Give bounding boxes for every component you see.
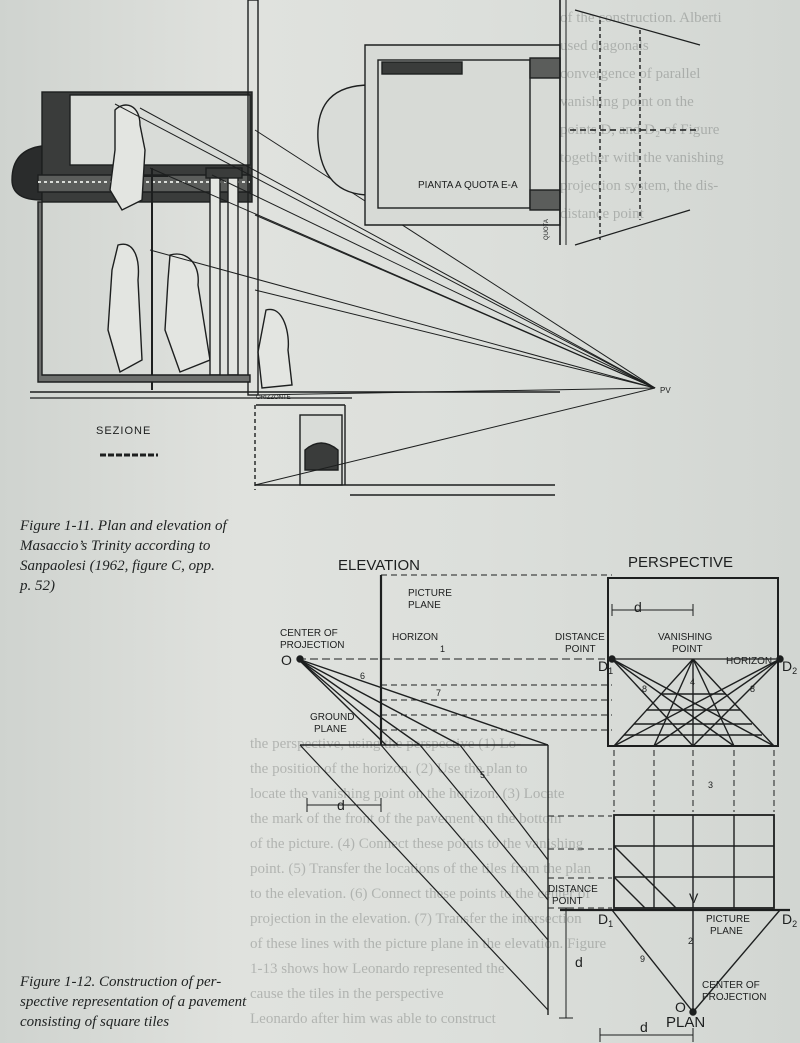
plan-label: PIANTA A QUOTA E-A [418, 180, 518, 191]
background-text-line: projection in the elevation. (7) Transfe… [250, 911, 582, 927]
picture-plane-bottom-label-1: PICTURE [706, 914, 750, 925]
fig12-perspective-drawing [296, 577, 784, 812]
caption-line: Figure 1-11. Plan and elevation of [20, 518, 227, 534]
background-text-line: of the picture. (4) Connect these points… [250, 836, 584, 852]
caption-line: Figure 1-12. Construction of per- [20, 974, 222, 990]
center-of-projection-label-2: PROJECTION [280, 640, 344, 651]
figure-1-11-caption: Figure 1-11. Plan and elevation of Masac… [20, 516, 250, 596]
distance-point-bottom-label-1: DISTANCE [548, 884, 598, 895]
step-4-label: 4 [690, 677, 695, 687]
distance-d-label-left: d [337, 797, 345, 813]
fig11-plan-drawing [317, 0, 701, 246]
horizon-label-left: HORIZON [392, 632, 438, 643]
step-2-label: 2 [688, 936, 693, 946]
background-text-line: locate the vanishing point on the horizo… [250, 786, 565, 802]
center-of-projection-bottom-label-1: CENTER OF [702, 980, 760, 991]
step-9-label: 9 [640, 954, 645, 964]
distance-d-label-bottom: d [640, 1019, 648, 1035]
caption-line: Masaccio’s Trinity according to [20, 538, 211, 554]
step-8-label-left: 8 [642, 684, 647, 694]
plan-title: PLAN [666, 1014, 705, 1031]
figure-1-12-caption: Figure 1-12. Construction of per- specti… [20, 972, 280, 1032]
picture-plane-label-top-1: PICTURE [408, 588, 452, 599]
point-O-label: O [281, 652, 292, 668]
V-label: V [689, 890, 699, 906]
section-label: SEZIONE [96, 425, 151, 437]
background-text-line: of these lines with the picture plane in… [250, 936, 607, 952]
ground-plane-label-1: GROUND [310, 712, 354, 723]
distance-d-label-vertical: d [575, 954, 583, 970]
caption-line: p. 52) [20, 578, 55, 594]
background-text-line: Leonardo after him was able to construct [250, 1011, 496, 1027]
elevation-title: ELEVATION [338, 557, 420, 574]
D2-bottom-label: D2 [782, 911, 797, 929]
vanishing-point-label-2: POINT [672, 644, 703, 655]
quota-label: QUOTA [544, 219, 550, 240]
distance-d-label-top: d [634, 599, 642, 615]
caption-line: spective representation of a pavement [20, 994, 247, 1010]
point-O-bottom-label: O [675, 999, 686, 1015]
picture-plane-bottom-label-2: PLANE [710, 926, 743, 937]
fig11-projection-rays [114, 103, 656, 486]
fig11-labels: PIANTA A QUOTA E-A SEZIONE PV ORIZZONTE … [96, 180, 671, 437]
step-1-label: 1 [440, 644, 445, 654]
distance-point-label-1: DISTANCE [555, 632, 605, 643]
step-5-label: 5 [480, 770, 485, 780]
background-text-line: 1-13 shows how Leonardo represented the [250, 961, 505, 977]
background-text-line: cause the tiles in the perspective [250, 986, 444, 1002]
D1-bottom-label: D1 [598, 911, 613, 929]
caption-line: consisting of square tiles [20, 1014, 170, 1030]
background-text-line: together with the vanishing [560, 150, 724, 166]
distance-point-bottom-label-2: POINT [552, 896, 583, 907]
background-text-line: convergence of parallel [560, 66, 701, 82]
ground-plane-label-2: PLANE [314, 724, 347, 735]
perspective-title: PERSPECTIVE [628, 554, 733, 571]
background-text-line: used diagonals [560, 38, 649, 54]
distance-point-label-2: POINT [565, 644, 596, 655]
center-of-projection-label-1: CENTER OF [280, 628, 338, 639]
vanishing-point-label-1: VANISHING [658, 632, 712, 643]
D1-label: D1 [598, 658, 613, 676]
step-8-label-right: 8 [750, 684, 755, 694]
picture-plane-label-top-2: PLANE [408, 600, 441, 611]
background-text-line: point. (5) Transfer the locations of the… [250, 861, 592, 877]
caption-line: Sanpaolesi (1962, figure C, opp. [20, 558, 215, 574]
fig11-section-drawing [11, 0, 560, 496]
fig12-plan-drawing [560, 814, 790, 1042]
background-text-line: distance point [560, 206, 644, 222]
center-of-projection-bottom-label-2: PROJECTION [702, 992, 766, 1003]
step-7-label: 7 [436, 688, 441, 698]
step-6-label: 6 [360, 671, 365, 681]
background-text-line: vanishing point on the [560, 94, 694, 110]
pv-label: PV [660, 386, 671, 395]
D2-label: D2 [782, 658, 797, 676]
fig12-elevation-drawing [297, 574, 612, 1019]
orizzonte-label: ORIZZONTE [256, 395, 291, 401]
fig12-labels: ELEVATION PERSPECTIVE PLAN PICTURE PLANE… [280, 554, 797, 1035]
horizon-label-right: HORIZON [726, 656, 772, 667]
step-3-label: 3 [708, 780, 713, 790]
